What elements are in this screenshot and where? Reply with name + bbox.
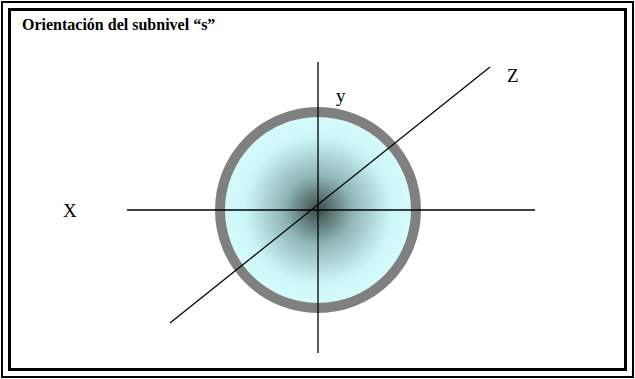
x-axis [127,209,535,210]
y-axis-label: y [336,86,346,105]
diagram-title: Orientación del subnivel “s” [22,17,215,33]
x-axis-label: X [63,201,77,220]
inner-frame [10,10,626,370]
y-axis [317,62,318,353]
z-axis [170,67,490,323]
z-axis-label: Z [507,66,519,85]
